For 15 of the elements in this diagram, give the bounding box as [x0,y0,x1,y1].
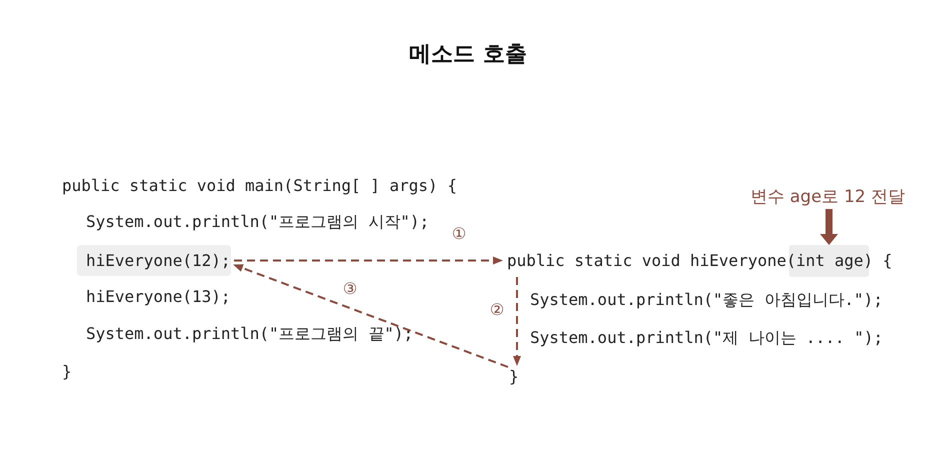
code-line: System.out.println("제 나이는 .... "); [530,327,883,349]
dashed-arrow [513,277,521,366]
dashed-arrow [234,256,503,264]
thick-arrow [820,209,838,245]
code-line: System.out.println("좋은 아침입니다."); [530,289,883,311]
code-line: public static void hiEveryone(int age) { [507,251,892,270]
code-line: } [509,366,519,388]
code-line: hiEveryone(13); [86,286,230,308]
dashed-arrow [233,264,508,368]
code-line: public static void main(String[ ] args) { [62,175,457,197]
code-line: System.out.println("프로그램의 시작"); [86,211,430,233]
code-line: System.out.println("프로그램의 끝"); [86,323,414,345]
annotation-text: 변수 age로 12 전달 [750,185,905,209]
title: 메소드 호출 [409,41,527,69]
code-line: } [62,361,72,383]
